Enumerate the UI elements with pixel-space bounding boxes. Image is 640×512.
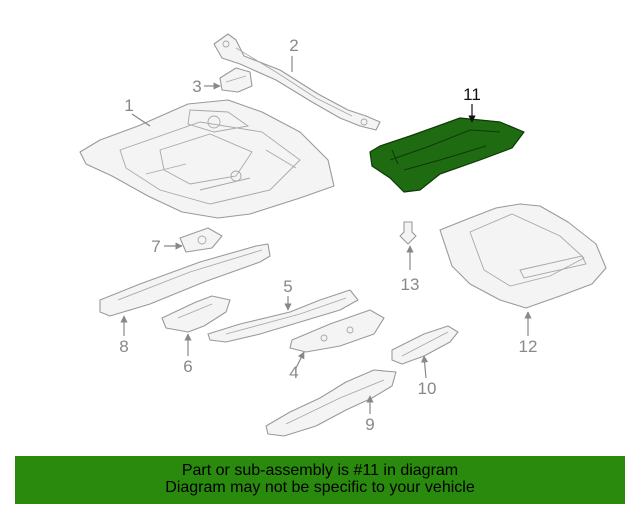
part-7-plate[interactable] — [179, 227, 223, 253]
part-10-small-rail[interactable] — [391, 325, 459, 365]
leader-1 — [131, 113, 151, 127]
part-13-clip[interactable] — [399, 221, 417, 245]
leader-10 — [421, 355, 429, 379]
part-12-tire-tub[interactable] — [439, 203, 607, 309]
callout-9: 9 — [365, 415, 374, 434]
exploded-parts-diagram: 1 2 3 4 5 6 7 8 9 10 11 12 13 — [79, 33, 607, 437]
info-banner: Part or sub-assembly is #11 in diagram D… — [15, 456, 625, 504]
callout-7: 7 — [151, 237, 160, 256]
callout-1: 1 — [124, 96, 133, 115]
callout-12: 12 — [519, 337, 538, 356]
part-2-cross-member[interactable] — [213, 33, 381, 131]
part-3-bracket[interactable] — [219, 67, 253, 93]
banner-line-1: Part or sub-assembly is #11 in diagram — [181, 462, 459, 479]
part-11-highlighted-pan[interactable] — [369, 117, 525, 193]
callout-13: 13 — [401, 275, 420, 294]
banner-line-2: Diagram may not be specific to your vehi… — [165, 479, 475, 496]
callout-4: 4 — [289, 363, 298, 382]
callout-11: 11 — [463, 85, 481, 104]
callout-8: 8 — [119, 337, 128, 356]
part-1-rear-floor-pan[interactable] — [79, 99, 335, 219]
part-9-rear-rail[interactable] — [265, 369, 397, 437]
callout-5: 5 — [283, 277, 292, 296]
callout-3: 3 — [192, 77, 201, 96]
callout-10: 10 — [418, 379, 437, 398]
part-5-center-rail[interactable] — [207, 289, 359, 343]
part-4-reinforcement[interactable] — [289, 309, 385, 353]
part-8-side-member[interactable] — [99, 243, 271, 317]
callout-2: 2 — [289, 36, 298, 55]
callout-6: 6 — [183, 357, 192, 376]
part-6-bracket[interactable] — [161, 295, 231, 333]
leader-4 — [295, 351, 305, 369]
